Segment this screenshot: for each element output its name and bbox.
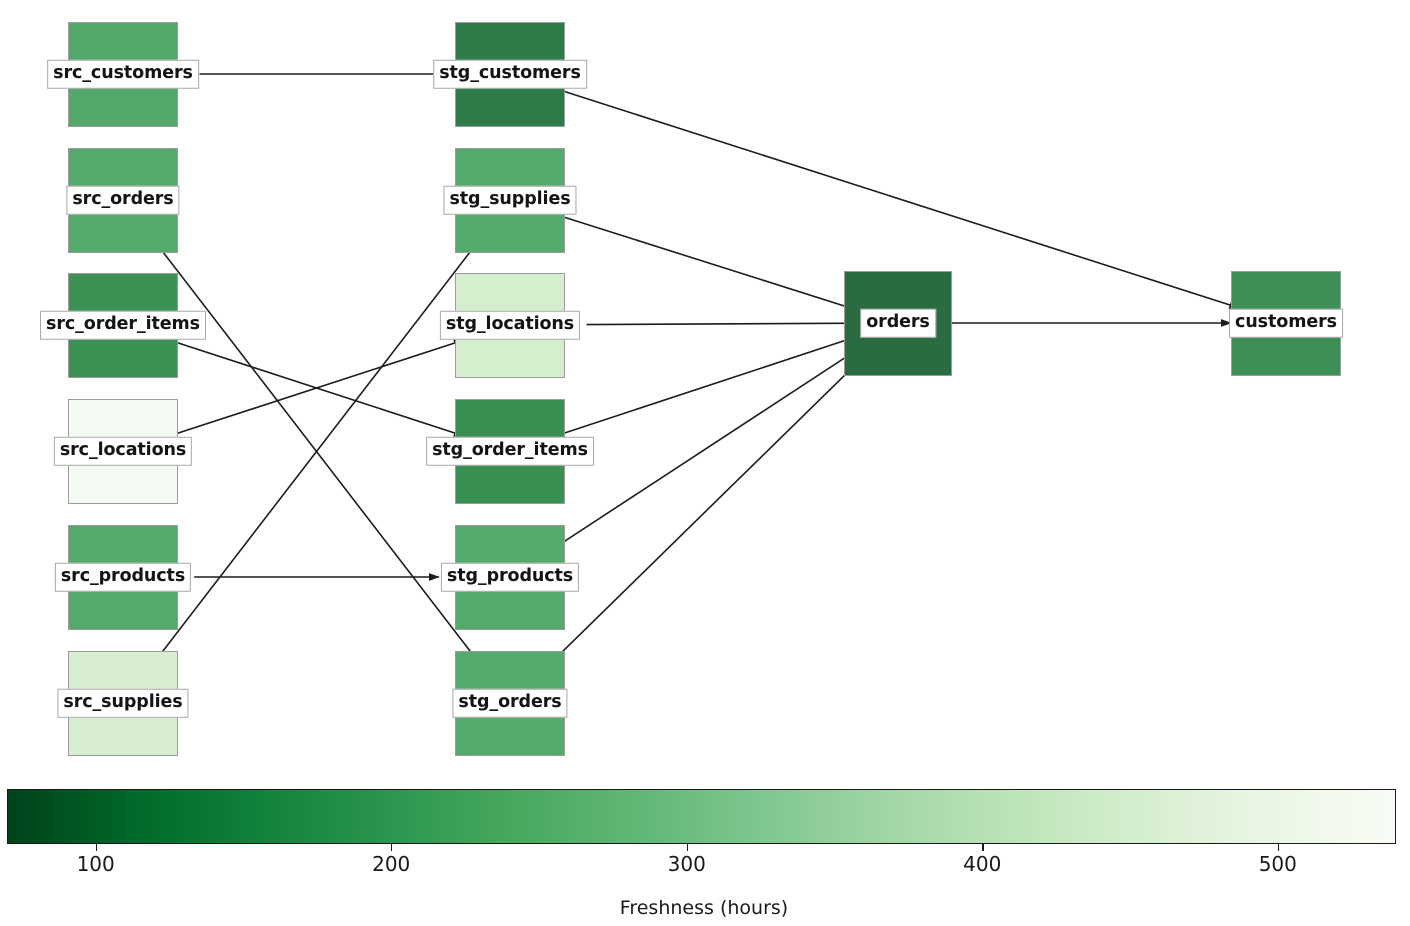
colorbar-gradient: [7, 789, 1396, 844]
node-label-stg_order_items[interactable]: stg_order_items: [426, 436, 594, 466]
colorbar-tick-200: [391, 844, 393, 851]
edge-stg_orders-to-orders: [524, 337, 884, 689]
node-label-stg_supplies[interactable]: stg_supplies: [443, 185, 577, 215]
colorbar-tick-400: [982, 844, 984, 851]
node-label-orders[interactable]: orders: [860, 308, 936, 338]
node-label-stg_locations[interactable]: stg_locations: [439, 310, 581, 340]
node-label-src_products[interactable]: src_products: [54, 562, 192, 592]
colorbar-tick-label-500: 500: [1258, 852, 1297, 876]
colorbar-tick-label-100: 100: [76, 852, 115, 876]
colorbar-tick-label-400: 400: [963, 852, 1002, 876]
colorbar-tick-500: [1277, 844, 1280, 851]
node-label-stg_products[interactable]: stg_products: [440, 562, 580, 592]
edge-stg_products-to-orders: [532, 337, 876, 563]
edge-stg_supplies-to-orders: [557, 214, 860, 312]
edge-stg_order_items-to-orders: [555, 335, 860, 437]
edges-group: [133, 73, 1241, 689]
node-label-src_orders[interactable]: src_orders: [66, 185, 180, 215]
node-label-customers[interactable]: customers: [1229, 308, 1343, 338]
edge-stg_locations-to-orders: [586, 319, 860, 328]
edge-layer: [133, 73, 1241, 689]
colorbar-tick-100: [95, 844, 97, 851]
node-label-src_customers[interactable]: src_customers: [47, 59, 199, 89]
colorbar-region: 100 200 300 400 500 Freshness (hours): [0, 780, 1410, 926]
node-label-src_order_items[interactable]: src_order_items: [40, 310, 206, 340]
node-label-stg_customers[interactable]: stg_customers: [433, 59, 587, 89]
edge-stg_customers-to-customers: [556, 88, 1241, 309]
colorbar-tick-300: [686, 844, 689, 851]
colorbar-axis-label: Freshness (hours): [619, 897, 789, 919]
colorbar-tick-label-300: 300: [667, 852, 706, 876]
node-label-src_supplies[interactable]: src_supplies: [57, 688, 189, 718]
edge-src_locations-to-stg_locations: [168, 339, 465, 437]
edge-src_supplies-to-stg_supplies: [133, 214, 500, 689]
node-label-src_locations[interactable]: src_locations: [53, 436, 193, 466]
node-label-stg_orders[interactable]: stg_orders: [452, 688, 568, 718]
colorbar-tick-label-200: 200: [372, 852, 411, 876]
